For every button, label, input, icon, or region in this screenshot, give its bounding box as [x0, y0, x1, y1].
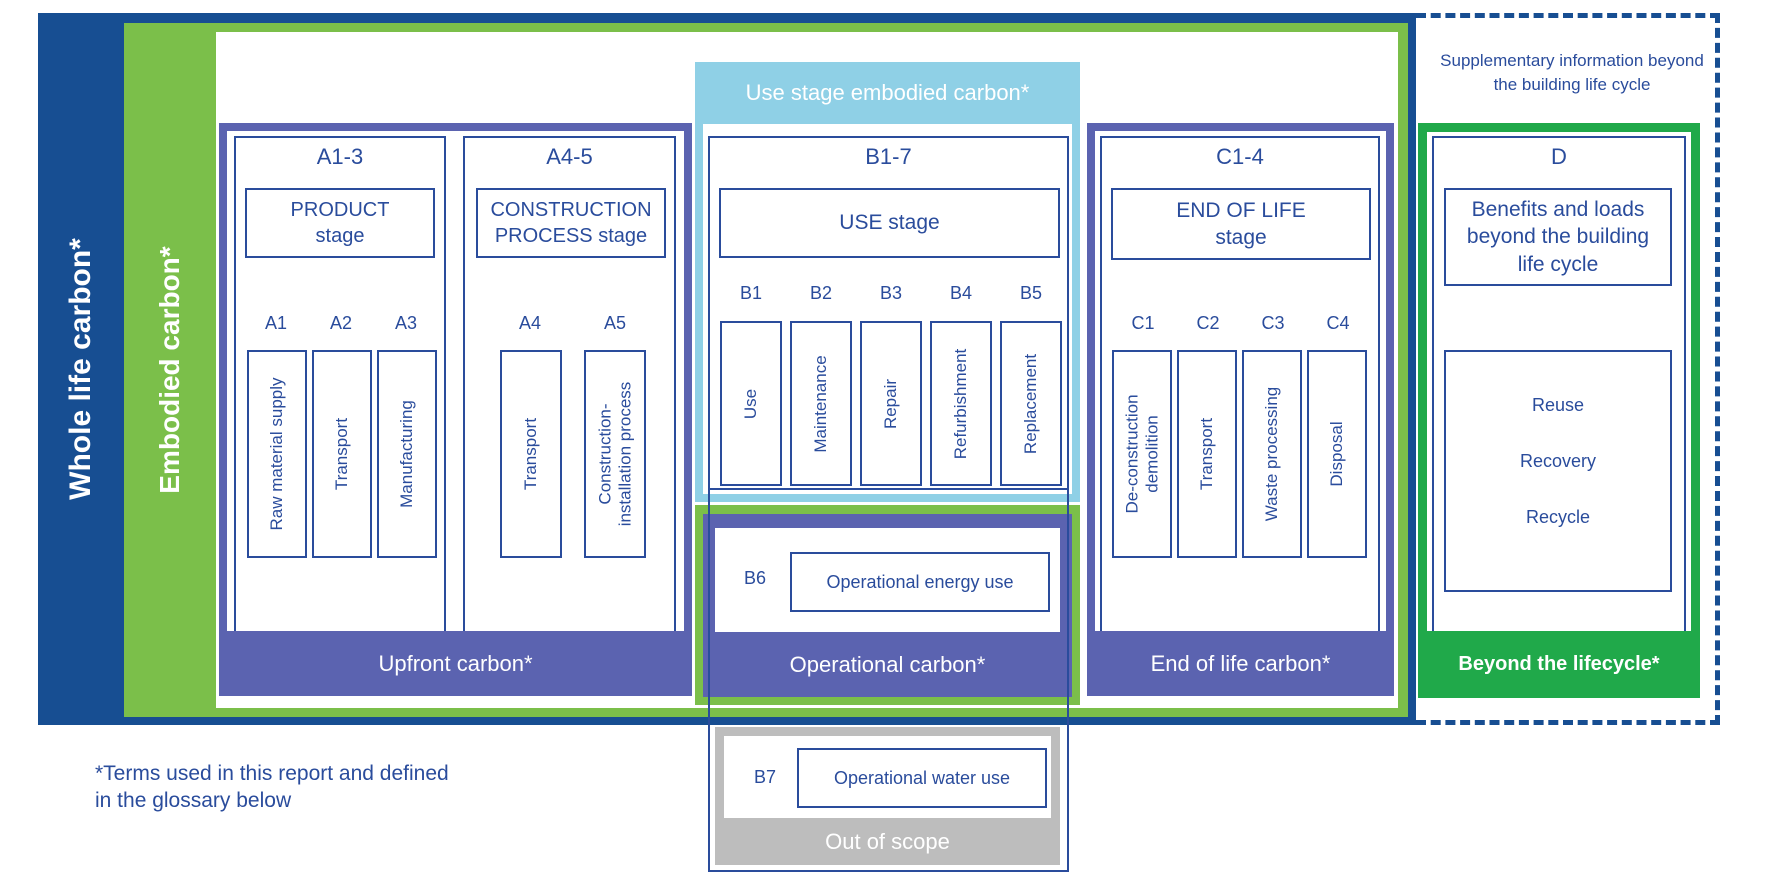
- sub-code: B2: [809, 282, 833, 303]
- stage-box: END OF LIFE stage: [1111, 188, 1371, 260]
- stage-box: CONSTRUCTION PROCESS stage: [476, 188, 666, 258]
- module-c14: C1-4 END OF LIFE stage C1 C2 C3 C4 De-co…: [1100, 136, 1380, 631]
- sub-box: Transport: [500, 350, 562, 558]
- beyond-lifecycle-band: Beyond the lifecycle*: [1458, 653, 1660, 675]
- b6-box: Operational energy use: [790, 552, 1050, 612]
- use-stage-embodied-header: Use stage embodied carbon*: [745, 80, 1030, 105]
- sub-code: A5: [603, 312, 627, 333]
- operational-carbon-band: Operational carbon*: [789, 651, 986, 677]
- module-code: A4-5: [546, 144, 593, 169]
- module-a45: A4-5 CONSTRUCTION PROCESS stage A4 A5 Tr…: [463, 136, 676, 631]
- sub-box: Manufacturing: [377, 350, 437, 558]
- b17-outline-lower: [708, 490, 1069, 872]
- module-a13: A1-3 PRODUCT stage A1 A2 A3 Raw material…: [234, 136, 446, 631]
- sub-box: Maintenance: [790, 321, 852, 486]
- d-items-box: Reuse Recovery Recycle: [1444, 350, 1672, 592]
- sub-code: C3: [1261, 312, 1285, 333]
- sub-code: C1: [1131, 312, 1155, 333]
- sub-box: Disposal: [1307, 350, 1367, 558]
- upfront-carbon-band: Upfront carbon*: [378, 650, 533, 676]
- sub-code: C2: [1196, 312, 1220, 333]
- sub-box: Transport: [1177, 350, 1237, 558]
- sub-code: B1: [739, 282, 763, 303]
- sub-box: Replacement: [1000, 321, 1062, 486]
- module-code: A1-3: [316, 144, 364, 169]
- sub-code: B3: [879, 282, 903, 303]
- sub-code: A2: [329, 312, 353, 333]
- sub-box: Construction-installation process: [584, 350, 646, 558]
- b7-box: Operational water use: [797, 748, 1047, 808]
- sub-box: Transport: [312, 350, 372, 558]
- sub-box: Use: [720, 321, 782, 486]
- supplementary-label: Supplementary information beyond the bui…: [1440, 51, 1704, 94]
- d-item: Recycle: [1525, 506, 1591, 527]
- module-code: D: [1551, 144, 1567, 169]
- stage-box: USE stage: [719, 188, 1060, 258]
- module-b17: B1-7 USE stage B1 B2 B3 B4 B5 Use Mainte…: [708, 136, 1069, 490]
- d-item: Reuse: [1531, 394, 1585, 415]
- sub-box: Raw material supply: [247, 350, 307, 558]
- stage-box: Benefits and loads beyond the building l…: [1444, 188, 1672, 286]
- whole-life-carbon-label: Whole life carbon*: [63, 238, 97, 500]
- module-code: C1-4: [1216, 144, 1264, 169]
- sub-code: C4: [1326, 312, 1350, 333]
- d-item: Recovery: [1519, 450, 1597, 471]
- embodied-carbon-label: Embodied carbon*: [153, 246, 185, 494]
- end-of-life-band: End of life carbon*: [1150, 650, 1331, 676]
- sub-code: A1: [264, 312, 288, 333]
- footnote: *Terms used in this report and defined i…: [95, 762, 449, 813]
- sub-box: Repair: [860, 321, 922, 486]
- sub-code: A3: [394, 312, 418, 333]
- sub-box: Waste processing: [1242, 350, 1302, 558]
- module-code: B1-7: [865, 144, 912, 169]
- sub-code: B4: [949, 282, 973, 303]
- sub-code: B5: [1019, 282, 1043, 303]
- stage-box: PRODUCT stage: [245, 188, 435, 258]
- module-d: D Benefits and loads beyond the building…: [1432, 136, 1686, 631]
- sub-box: Refurbishment: [930, 321, 992, 486]
- out-of-scope-band: Out of scope: [825, 828, 950, 854]
- supplementary-frame: [1416, 13, 1720, 725]
- b7-code: B7: [753, 766, 777, 787]
- b6-code: B6: [743, 567, 767, 588]
- sub-box: De-construction demolition: [1112, 350, 1172, 558]
- sub-code: A4: [518, 312, 542, 333]
